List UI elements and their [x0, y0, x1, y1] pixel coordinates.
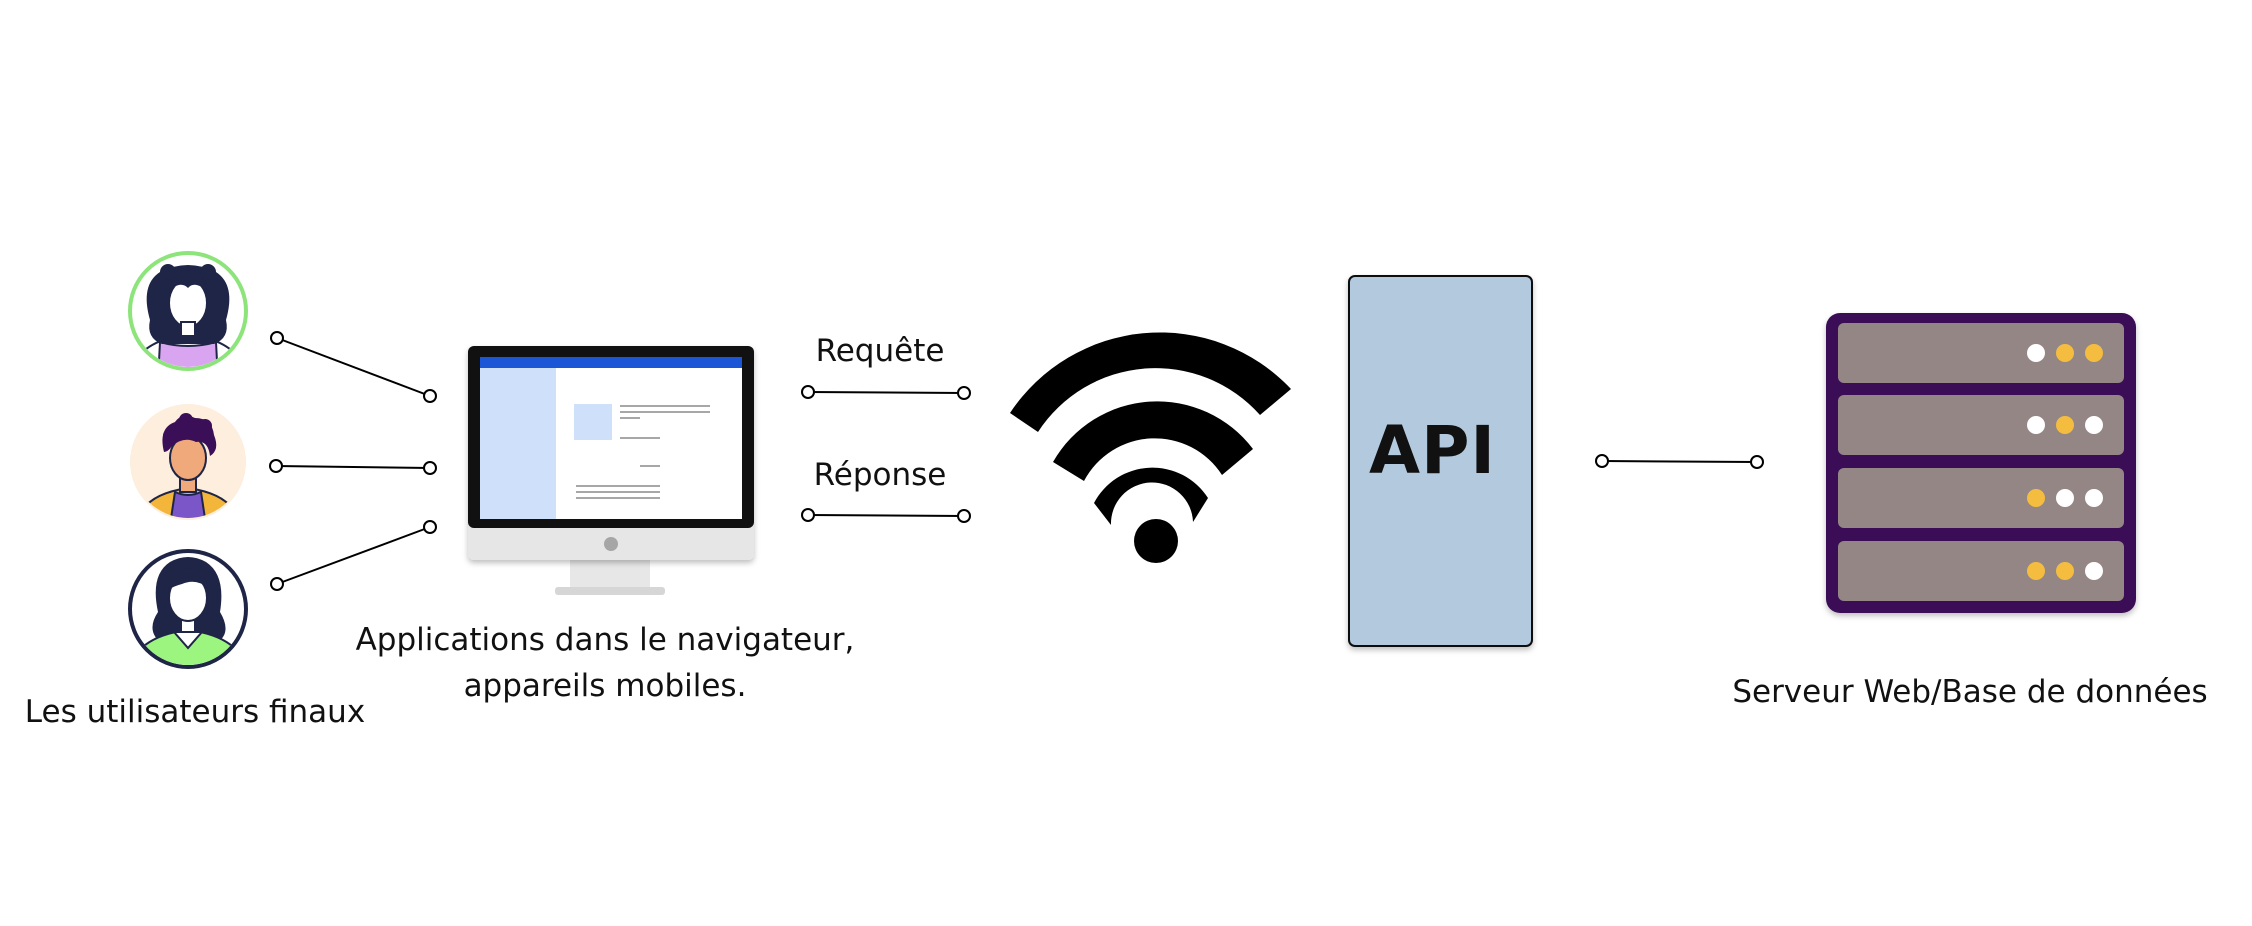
- api-box: [1348, 275, 1533, 647]
- server-label: Serveur Web/Base de données: [1732, 674, 2208, 710]
- server-rack-icon: [1826, 313, 2136, 613]
- user-avatar-icon: [130, 404, 246, 520]
- server-frame: [1826, 313, 2136, 613]
- server-unit: [1838, 395, 2124, 455]
- apps-label: Applications dans le navigateur, apparei…: [340, 617, 870, 709]
- server-unit: [1838, 323, 2124, 383]
- apps-label-line1: Applications dans le navigateur,: [355, 622, 855, 658]
- api-label: API: [1368, 412, 1496, 489]
- users-label: Les utilisateurs finaux: [24, 694, 366, 730]
- avatar-shirt: [156, 340, 220, 367]
- connector-user-2: [269, 459, 437, 475]
- response-label: Réponse: [813, 457, 947, 493]
- apps-label-line2: appareils mobiles.: [463, 668, 747, 704]
- connector-user-1: [270, 331, 437, 403]
- user-avatar-icon: [128, 549, 248, 669]
- request-connector: [801, 385, 971, 400]
- user-avatar-icon: [128, 251, 248, 371]
- screen-sidebar: [480, 368, 556, 519]
- desktop-monitor-icon: [468, 346, 754, 595]
- screen-header: [480, 357, 742, 368]
- wifi-icon: [1010, 332, 1291, 563]
- response-connector: [801, 508, 971, 523]
- connector-user-3: [270, 520, 437, 591]
- server-unit: [1838, 468, 2124, 528]
- request-label: Requête: [815, 333, 945, 369]
- api-server-connector: [1595, 454, 1764, 469]
- server-unit: [1838, 541, 2124, 601]
